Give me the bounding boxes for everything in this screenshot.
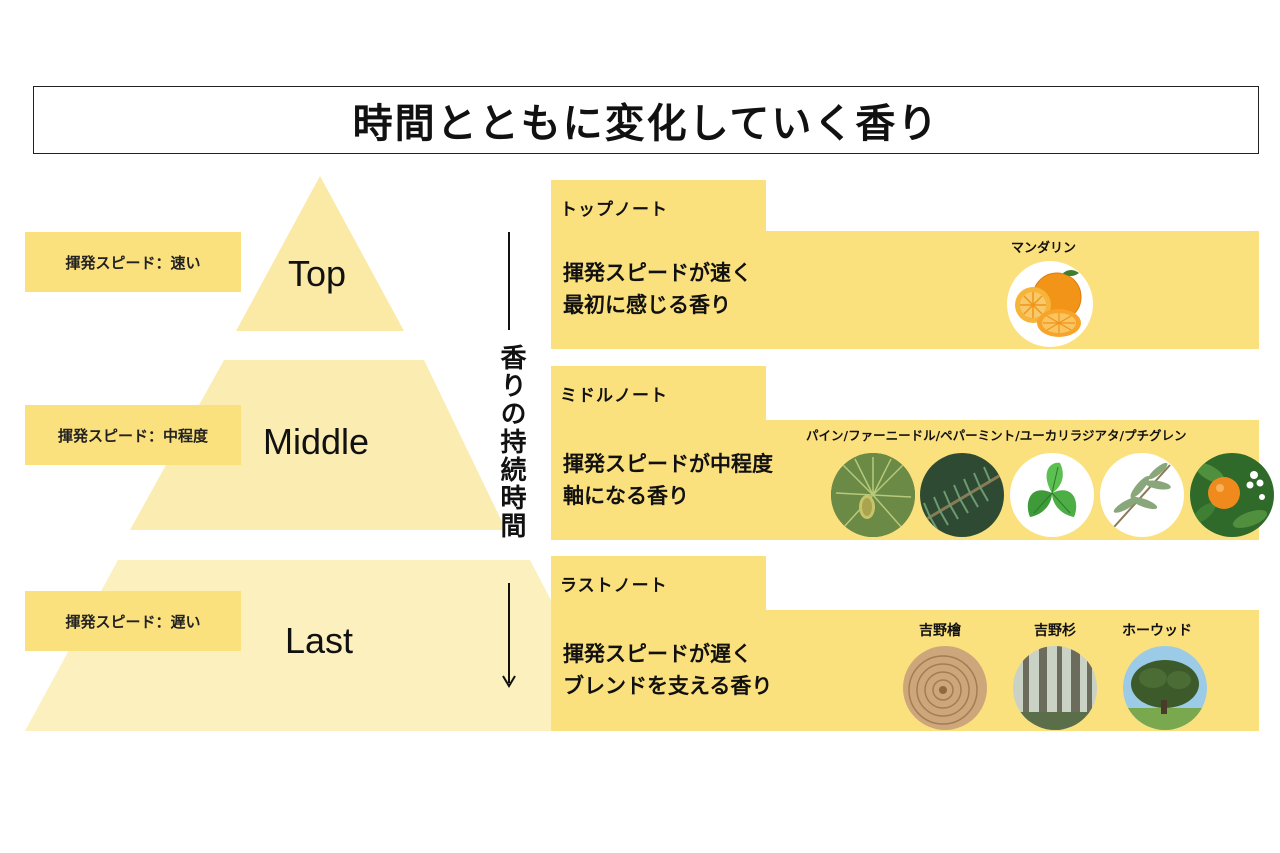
ingredient-caption-hinoki: 吉野檜 bbox=[919, 623, 961, 639]
note-tab-middle: ミドルノート bbox=[551, 366, 766, 420]
note-desc-top-line2: 最初に感じる香り bbox=[563, 293, 731, 317]
note-desc-middle-line2: 軸になる香り bbox=[563, 484, 689, 508]
time-axis-line-upper bbox=[508, 232, 510, 330]
tier-label-middle: Middle bbox=[263, 421, 370, 462]
cedar-forest-icon bbox=[1013, 646, 1097, 730]
pyramid-shapes bbox=[25, 176, 551, 731]
fir-needle-icon bbox=[920, 453, 1004, 537]
petitgrain-icon bbox=[1190, 453, 1274, 537]
eucalyptus-icon bbox=[1100, 453, 1184, 537]
note-box-top: 揮発スピードが速く 最初に感じる香り マンダリン bbox=[551, 231, 1259, 349]
pine-icon bbox=[831, 453, 915, 537]
ingredient-caption-top: マンダリン bbox=[1011, 241, 1077, 256]
hinoki-wood-icon bbox=[903, 646, 987, 730]
tier-label-top: Top bbox=[288, 253, 347, 294]
note-desc-middle-line1: 揮発スピードが中程度 bbox=[563, 452, 773, 476]
peppermint-icon bbox=[1010, 453, 1094, 537]
note-tab-top: トップノート bbox=[551, 180, 766, 234]
note-desc-last: 揮発スピードが遅く ブレンドを支える香り bbox=[563, 638, 772, 702]
time-axis-label: 香りの持続時間 bbox=[496, 344, 526, 540]
note-desc-middle: 揮発スピードが中程度 軸になる香り bbox=[563, 448, 773, 512]
page-title: 時間とともに変化していく香り bbox=[33, 86, 1259, 154]
fragrance-pyramid: 揮発スピード：速い 揮発スピード：中程度 揮発スピード：遅い Top Middl… bbox=[0, 0, 560, 853]
time-axis-line-lower bbox=[508, 583, 510, 683]
pyramid-tier-top bbox=[236, 176, 404, 331]
note-box-last: 揮発スピードが遅く ブレンドを支える香り 吉野檜 吉野杉 ホーウッド bbox=[551, 610, 1259, 731]
ho-wood-tree-icon bbox=[1123, 646, 1207, 730]
note-tab-last: ラストノート bbox=[551, 556, 766, 610]
arrow-down-icon bbox=[502, 675, 516, 688]
mandarin-icon bbox=[1007, 261, 1093, 347]
ingredient-caption-howood: ホーウッド bbox=[1122, 623, 1192, 639]
pyramid-tier-middle bbox=[130, 360, 506, 530]
ingredient-caption-middle: パイン/ファーニードル/ペパーミント/ユーカリラジアタ/プチグレン bbox=[806, 428, 1187, 443]
note-desc-last-line1: 揮発スピードが遅く bbox=[563, 642, 752, 666]
speed-label-last: 揮発スピード：遅い bbox=[25, 591, 241, 651]
speed-label-middle: 揮発スピード：中程度 bbox=[25, 405, 241, 465]
note-desc-top: 揮発スピードが速く 最初に感じる香り bbox=[563, 257, 752, 321]
speed-label-top: 揮発スピード：速い bbox=[25, 232, 241, 292]
note-desc-last-line2: ブレンドを支える香り bbox=[563, 674, 773, 698]
tier-label-last: Last bbox=[285, 620, 354, 661]
note-desc-top-line1: 揮発スピードが速く bbox=[563, 261, 752, 285]
ingredient-caption-cedar: 吉野杉 bbox=[1034, 623, 1076, 639]
